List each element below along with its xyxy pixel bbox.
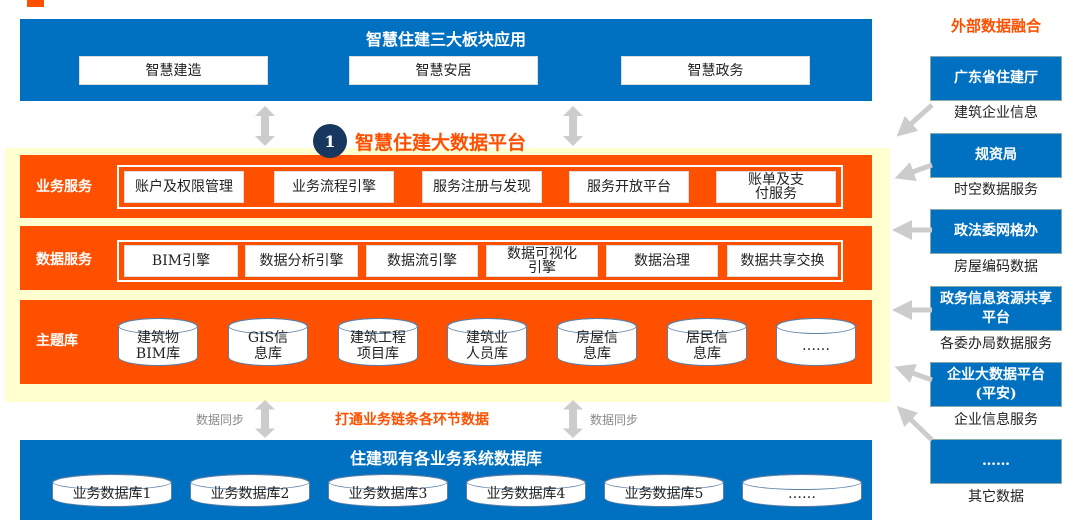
data-governance: 数据治理 (606, 245, 718, 277)
double-arrow-icon (563, 106, 583, 146)
business-db-3: 业务数据库3 (328, 474, 448, 507)
business-db-more: …… (742, 474, 862, 507)
stream-engine: 数据流引擎 (366, 245, 478, 277)
source-caption: 其它数据 (968, 489, 1024, 505)
source-other: …… (930, 439, 1062, 484)
source-caption: 房屋编码数据 (954, 259, 1038, 275)
topic-db-projects: 建筑工程项目库 (338, 318, 418, 366)
corner-marker (27, 0, 44, 7)
sync-arrow-icon (255, 400, 275, 438)
app-smart-construction: 智慧建造 (79, 56, 268, 85)
apps-title: 智慧住建三大板块应用 (365, 30, 526, 49)
business-db-5: 业务数据库5 (604, 474, 724, 507)
topic-db-residents: 居民信息库 (667, 318, 747, 366)
data-services-label: 数据服务 (36, 252, 92, 268)
topic-db-gis: GIS信息库 (228, 318, 308, 366)
topic-db-building-bim: 建筑物BIM库 (118, 318, 198, 366)
source-caption: 企业信息服务 (954, 412, 1038, 428)
topic-db-housing: 房屋信息库 (557, 318, 637, 366)
visualization-engine: 数据可视化引擎 (486, 245, 598, 277)
source-caption: 建筑企业信息 (954, 105, 1038, 121)
data-sharing-exchange: 数据共享交换 (727, 245, 838, 277)
external-arrows-icon (892, 103, 934, 442)
platform-title: 智慧住建大数据平台 (355, 132, 527, 154)
sync-arrow-icon (563, 400, 583, 438)
business-db-2: 业务数据库2 (190, 474, 310, 507)
source-caption: 各委办局数据服务 (940, 336, 1052, 352)
business-db-4: 业务数据库4 (466, 474, 586, 507)
bim-engine: BIM引擎 (124, 245, 238, 277)
service-account-permission: 账户及权限管理 (124, 171, 244, 203)
source-gd-housing-dept: 广东省住建厅 (930, 56, 1062, 101)
source-enterprise-bigdata: 企业大数据平台(平安) (930, 362, 1062, 407)
app-smart-housing: 智慧安居 (349, 56, 538, 85)
platform-number-badge: 1 (313, 124, 347, 158)
business-label: 业务服务 (36, 179, 92, 195)
double-arrow-icon (255, 106, 275, 146)
source-grid-office: 政法委网格办 (930, 209, 1062, 254)
service-billing-payment: 账单及支付服务 (716, 171, 836, 203)
topics-label: 主题库 (36, 333, 78, 349)
source-caption: 时空数据服务 (954, 182, 1038, 198)
service-registry: 服务注册与发现 (422, 171, 542, 203)
sync-label-right: 数据同步 (590, 413, 639, 427)
business-db-1: 业务数据库1 (52, 474, 172, 507)
external-title: 外部数据融合 (950, 17, 1041, 35)
source-gov-info-sharing: 政务信息资源共享平台 (930, 286, 1062, 331)
analytics-engine: 数据分析引擎 (245, 245, 358, 277)
sync-center-text: 打通业务链条各环节数据 (335, 412, 489, 428)
source-planning-bureau: 规资局 (930, 133, 1062, 178)
service-open-platform: 服务开放平台 (569, 171, 689, 203)
business-group (117, 165, 843, 209)
service-workflow-engine: 业务流程引擎 (274, 171, 394, 203)
sync-label-left: 数据同步 (196, 413, 245, 427)
topic-db-personnel: 建筑业人员库 (447, 318, 527, 366)
existing-db-title: 住建现有各业务系统数据库 (349, 449, 542, 468)
app-smart-government: 智慧政务 (621, 56, 810, 85)
data-services-group (117, 240, 843, 282)
topic-db-more: …… (776, 318, 856, 366)
